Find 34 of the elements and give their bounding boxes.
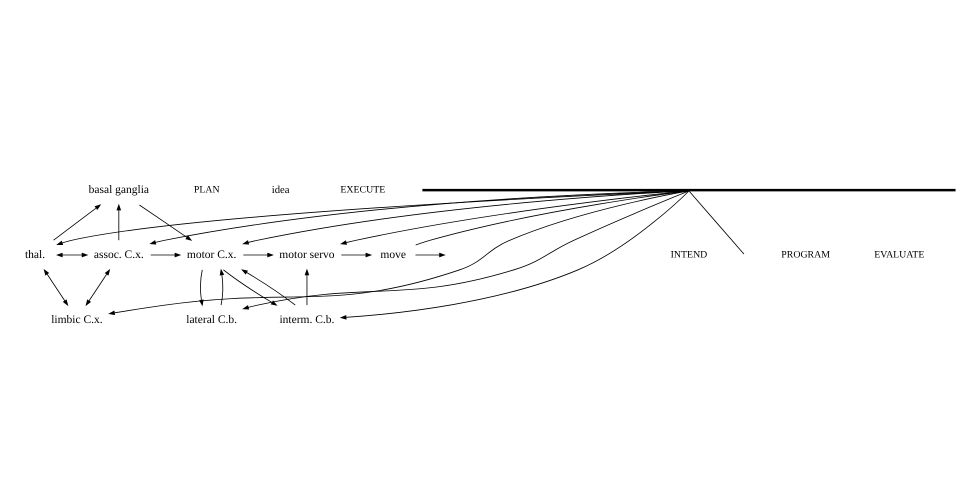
arrow bbox=[53, 204, 102, 240]
arrow bbox=[304, 268, 310, 306]
arrow bbox=[56, 252, 88, 257]
connector bbox=[688, 190, 744, 254]
node-text: limbic C.x. bbox=[51, 313, 103, 326]
node-text: thal. bbox=[24, 248, 46, 261]
label: idea bbox=[272, 183, 290, 196]
node-text: basal ganglia bbox=[88, 184, 149, 196]
label: PROGRAM bbox=[781, 249, 830, 260]
label: EVALUATE bbox=[874, 249, 924, 260]
arrow bbox=[340, 190, 690, 320]
arrow bbox=[44, 268, 68, 306]
arrow bbox=[139, 204, 192, 240]
arrow bbox=[242, 190, 690, 310]
node-text: move bbox=[380, 248, 406, 261]
arrow bbox=[241, 268, 296, 306]
label: INTEND bbox=[670, 249, 708, 260]
label: PLAN bbox=[194, 184, 220, 196]
arrow bbox=[223, 268, 278, 306]
node-text: interm. C.b. bbox=[279, 313, 334, 326]
arrow bbox=[86, 268, 110, 306]
arrow bbox=[108, 190, 690, 315]
arrow bbox=[220, 268, 224, 306]
arrow bbox=[116, 203, 122, 240]
arrow bbox=[242, 252, 274, 257]
arrow bbox=[415, 252, 446, 257]
arrow bbox=[340, 252, 372, 257]
node-text: assoc. C.x. bbox=[94, 248, 144, 261]
arrow bbox=[150, 252, 182, 257]
node-text: lateral C.b. bbox=[186, 313, 238, 326]
node-text: motor C.x. bbox=[186, 248, 236, 261]
label: EXECUTE bbox=[340, 184, 386, 196]
node-bar bbox=[422, 188, 956, 191]
node-text: motor servo bbox=[279, 248, 335, 261]
